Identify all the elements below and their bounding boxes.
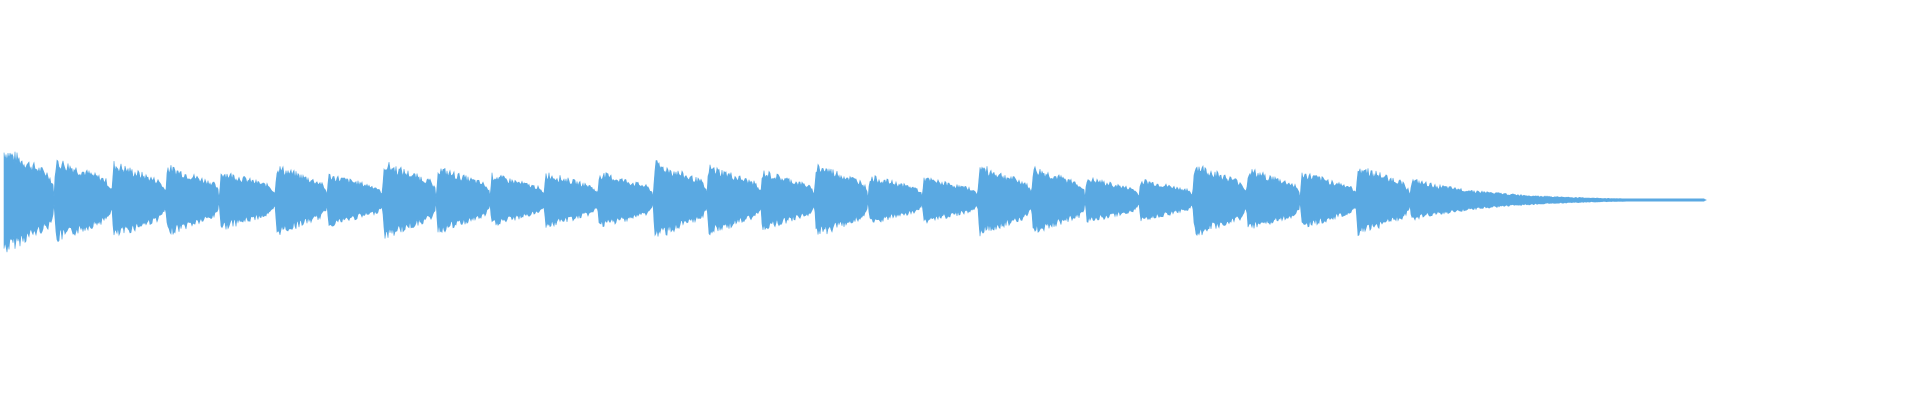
waveform-shape xyxy=(3,151,1707,253)
